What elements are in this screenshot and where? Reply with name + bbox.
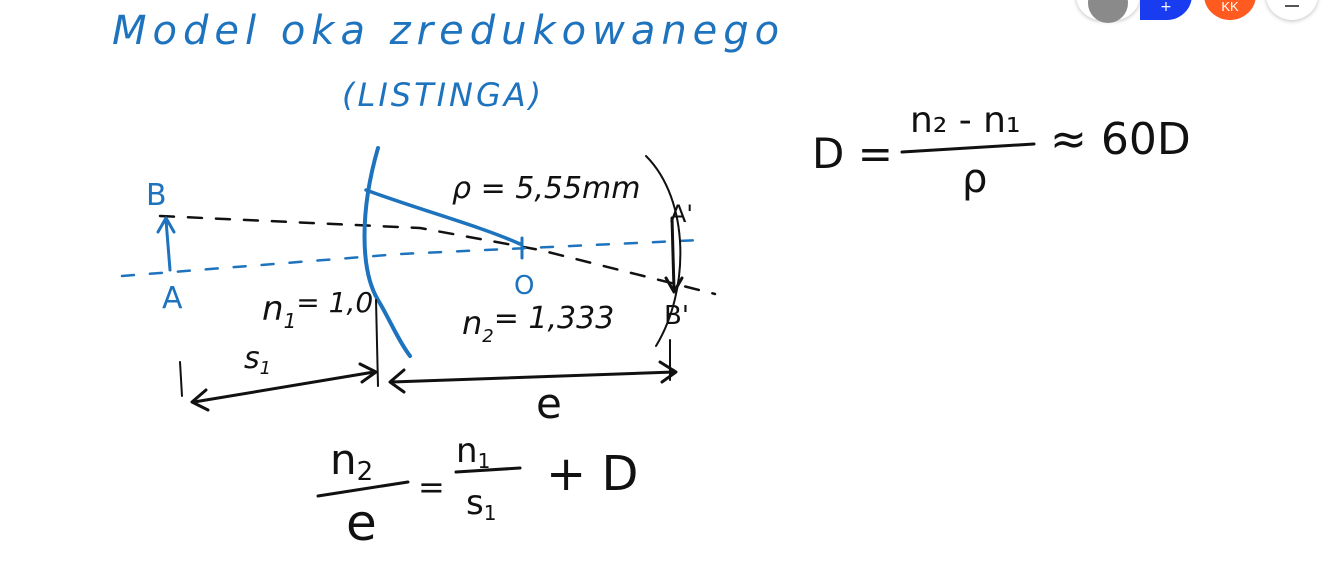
formula-power-lhs: D = bbox=[812, 129, 893, 178]
label-n2: n2= 1,333 bbox=[462, 301, 614, 347]
object-arrow bbox=[156, 216, 176, 272]
label-rho: ρ = 5,55mm bbox=[452, 171, 641, 206]
formula-power-num: n₂ - n₁ bbox=[910, 100, 1020, 141]
tick-mid bbox=[375, 299, 379, 387]
formula-num-right: n1 bbox=[456, 431, 490, 473]
label-A: A bbox=[162, 281, 183, 316]
ray-black-dashed bbox=[158, 214, 717, 296]
formula-den-right: s1 bbox=[466, 483, 496, 525]
menu-icon bbox=[1285, 5, 1299, 7]
retina-arc bbox=[645, 155, 682, 347]
label-e: e bbox=[536, 379, 562, 428]
grey-tool-button[interactable] bbox=[1076, 0, 1140, 23]
label-s1: s1 bbox=[244, 341, 271, 379]
fraction-bar-left bbox=[316, 480, 410, 498]
fraction-bar-power bbox=[900, 142, 1036, 154]
formula-num-left: n2 bbox=[330, 435, 373, 487]
formula-power-den: ρ bbox=[962, 156, 987, 202]
formula-vergence: n2 e = n1 s1 + D bbox=[316, 431, 638, 552]
fraction-bar-right bbox=[454, 466, 522, 474]
radius-line bbox=[364, 188, 522, 246]
user-avatar[interactable]: KK bbox=[1204, 0, 1256, 20]
label-O: O bbox=[514, 271, 534, 301]
add-icon: + bbox=[1160, 0, 1172, 15]
formula-plus-D: + D bbox=[546, 446, 638, 502]
title-line2: (LISTINGA) bbox=[342, 76, 544, 114]
ray-blue-dashed bbox=[120, 238, 702, 278]
image-arrow bbox=[664, 216, 684, 294]
label-B-prime: B' bbox=[664, 301, 689, 331]
user-initials: KK bbox=[1221, 0, 1239, 14]
label-B: B bbox=[146, 178, 167, 213]
e-arrow bbox=[388, 360, 678, 394]
title-line1: Model oka zredukowanego bbox=[112, 8, 785, 54]
tick-left bbox=[179, 361, 183, 397]
formula-den-left: e bbox=[346, 494, 377, 552]
refracting-surface bbox=[362, 146, 412, 358]
menu-button[interactable] bbox=[1266, 0, 1318, 20]
grey-tool-icon bbox=[1088, 0, 1128, 23]
s1-arrow bbox=[190, 362, 378, 412]
toolbar: + KK bbox=[0, 0, 1334, 30]
blue-tool-button[interactable]: + bbox=[1140, 0, 1192, 20]
label-A-prime: A' bbox=[670, 200, 693, 228]
formula-power-approx: ≈ 60D bbox=[1050, 114, 1191, 165]
formula-eq: = bbox=[418, 468, 445, 506]
label-n1: n1= 1,0 bbox=[262, 286, 373, 333]
formula-power: D = n₂ - n₁ ρ ≈ 60D bbox=[812, 100, 1191, 202]
